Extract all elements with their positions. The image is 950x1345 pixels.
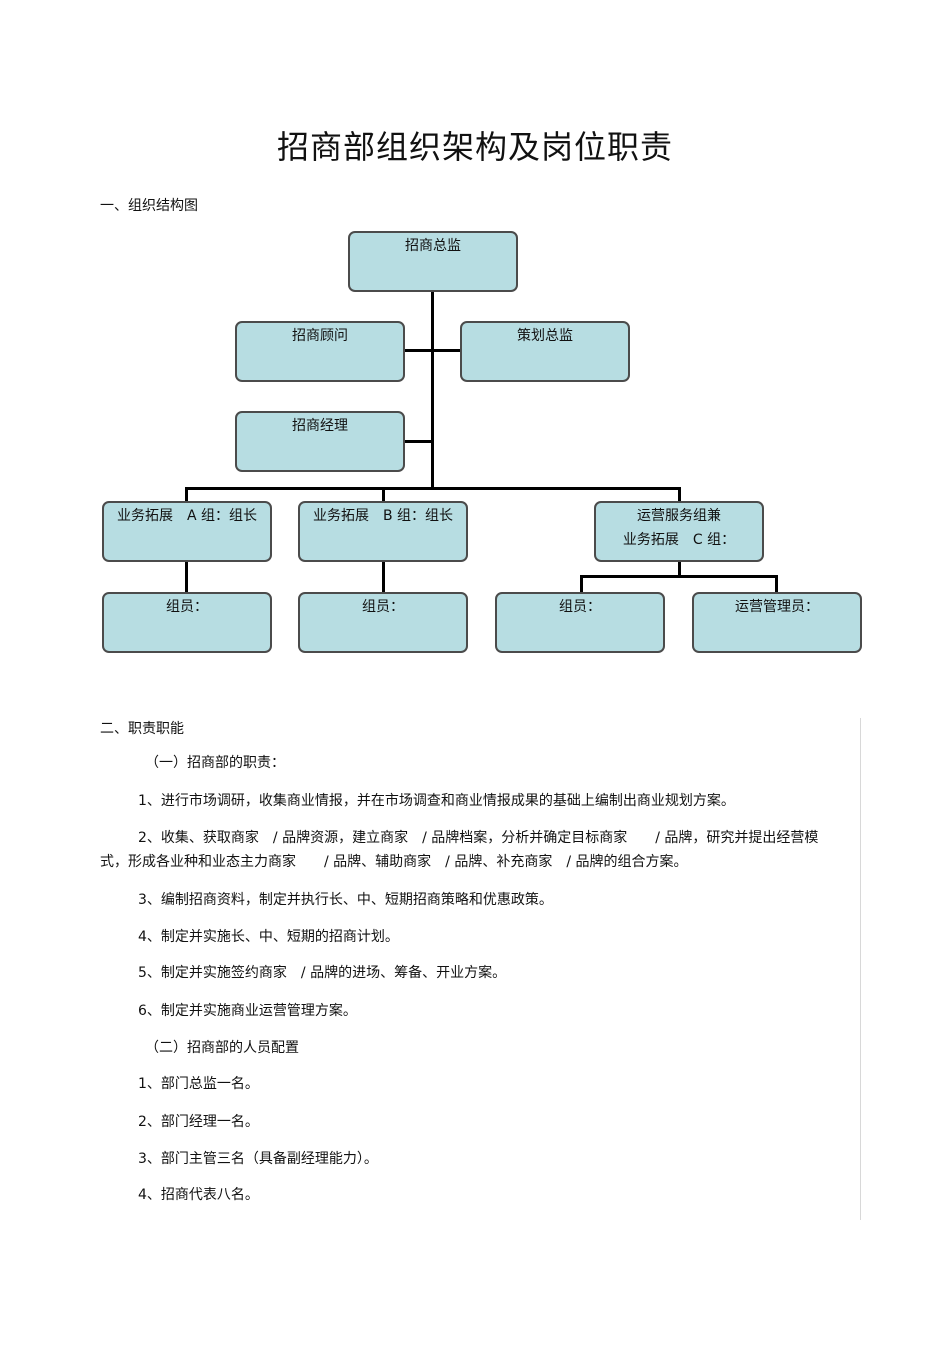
node-group-c-line1: 运营服务组兼	[637, 508, 721, 524]
node-director: 招商总监	[348, 231, 518, 292]
node-member-c: 组员：	[495, 592, 665, 653]
duty-item: 3、编制招商资料，制定并执行长、中、短期招商策略和优惠政策。	[138, 892, 553, 908]
node-consultant: 招商顾问	[235, 321, 405, 382]
staff-item: 3、部门主管三名（具备副经理能力）。	[138, 1151, 378, 1167]
connector-ops	[775, 575, 778, 593]
node-group-c: 运营服务组兼 业务拓展 C 组：	[594, 501, 764, 562]
node-planning-director: 策划总监	[460, 321, 630, 382]
page-title: 招商部组织架构及岗位职责	[276, 128, 673, 166]
node-group-b: 业务拓展 B 组：组长	[298, 501, 468, 562]
node-group-c-line2: 业务拓展 C 组：	[622, 532, 736, 548]
section-heading-org-chart: 一、组织结构图	[100, 198, 198, 214]
connector-member-b	[382, 561, 385, 593]
connector-groups-bar	[185, 487, 681, 490]
subheading-staffing: （二）招商部的人员配置	[145, 1040, 299, 1056]
duty-item: 4、制定并实施长、中、短期的招商计划。	[138, 929, 399, 945]
connector-group-c-bar	[580, 575, 778, 578]
node-group-a: 业务拓展 A 组：组长	[102, 501, 272, 562]
duty-item: 2、收集、获取商家 / 品牌资源，建立商家 / 品牌档案，分析并确定目标商家 /…	[100, 830, 819, 870]
margin-rule	[860, 718, 861, 1220]
connector-group-a	[185, 487, 188, 502]
connector-consultant-planning	[404, 349, 462, 352]
staff-item: 4、招商代表八名。	[138, 1187, 259, 1203]
connector-member-a	[185, 561, 188, 593]
node-manager: 招商经理	[235, 411, 405, 472]
subheading-duties: （一）招商部的职责：	[145, 755, 285, 771]
connector-manager	[404, 440, 432, 443]
connector-member-c	[580, 575, 583, 593]
staff-item: 1、部门总监一名。	[138, 1076, 259, 1092]
node-member-a: 组员：	[102, 592, 272, 653]
connector-trunk	[431, 290, 434, 490]
duty-item: 1、进行市场调研，收集商业情报，并在市场调查和商业情报成果的基础上编制出商业规划…	[138, 793, 735, 809]
connector-group-b	[382, 487, 385, 502]
duty-item: 6、制定并实施商业运营管理方案。	[138, 1003, 357, 1019]
staff-item: 2、部门经理一名。	[138, 1114, 259, 1130]
connector-group-c-stem	[678, 561, 681, 577]
node-member-b: 组员：	[298, 592, 468, 653]
duty-item: 5、制定并实施签约商家 / 品牌的进场、筹备、开业方案。	[138, 965, 507, 981]
node-ops-manager: 运营管理员：	[692, 592, 862, 653]
section-heading-duties: 二、职责职能	[100, 721, 184, 737]
connector-group-c	[678, 487, 681, 502]
